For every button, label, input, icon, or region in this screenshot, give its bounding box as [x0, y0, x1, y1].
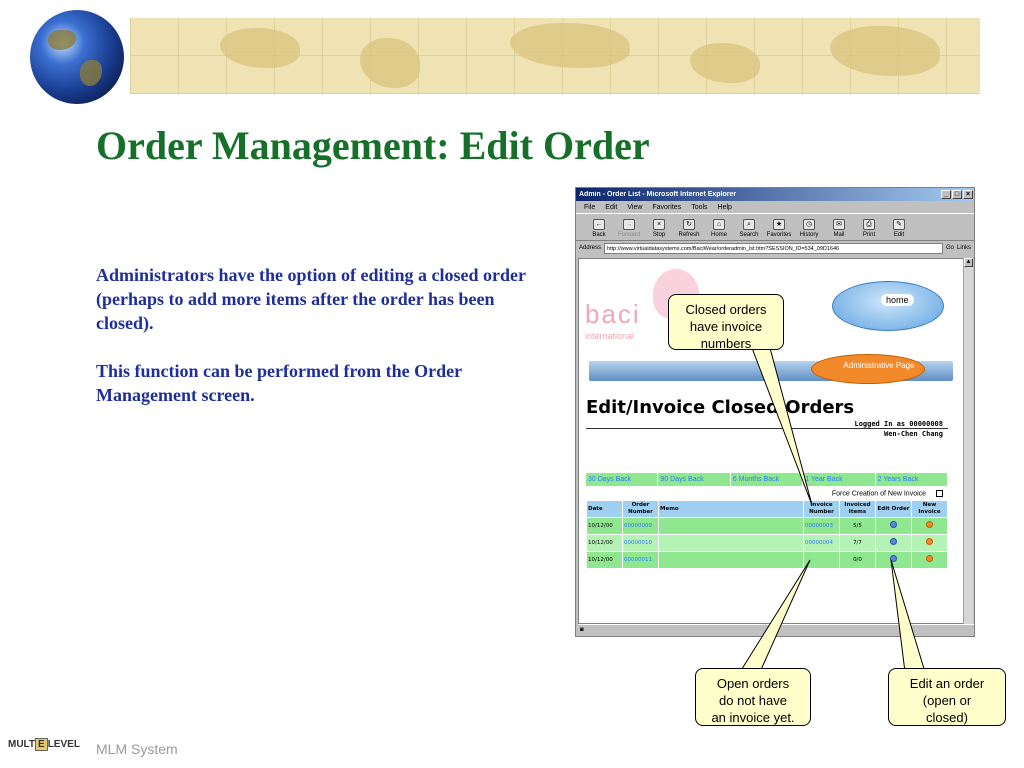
invoice-link[interactable]: 00000004	[803, 534, 840, 552]
footer-text: MLM System	[96, 741, 178, 757]
site-logo-sub: international	[585, 331, 635, 341]
table-row: 10/12/00 00000011 0/0	[586, 551, 948, 569]
slide-title: Order Management: Edit Order	[96, 123, 650, 168]
menu-tools[interactable]: Tools	[691, 203, 708, 211]
slide-body: Administrators have the option of editin…	[96, 263, 556, 431]
table-row: 10/12/00 00000009 00000003 5/5	[586, 517, 948, 535]
address-label: Address	[579, 245, 602, 251]
user-name: Wen-Chen Chang	[883, 430, 943, 438]
forward-button[interactable]: →Forward	[617, 219, 640, 238]
mail-button[interactable]: ✉Mail	[833, 219, 845, 238]
new-invoice-icon[interactable]	[926, 555, 933, 562]
col-memo: Memo	[658, 500, 804, 518]
menu-edit[interactable]: Edit	[605, 203, 618, 211]
favorites-icon: ★	[773, 219, 785, 230]
browser-title: Admin - Order List - Microsoft Internet …	[579, 191, 737, 198]
filter-2-years[interactable]: 2 Years Back	[876, 473, 949, 486]
callout-closed-orders: Closed orders have invoice numbers	[668, 294, 784, 351]
header-banner	[130, 18, 980, 94]
ie-page-icon: ◙	[580, 627, 584, 633]
orders-table: Date Order Number Memo Invoice Number In…	[586, 500, 948, 569]
leader-edit	[890, 559, 926, 673]
address-input[interactable]: http://www.virtualdatasystems.com/BaciWe…	[604, 242, 943, 254]
history-button[interactable]: ◷History	[799, 219, 819, 238]
browser-toolbar: ←Back →Forward ×Stop ↻Refresh ⌂Home ⌕Sea…	[576, 213, 974, 241]
new-invoice-icon[interactable]	[926, 538, 933, 545]
filter-90-days[interactable]: 90 Days Back	[658, 473, 731, 486]
menu-file[interactable]: File	[584, 203, 596, 211]
close-icon[interactable]: ×	[963, 190, 973, 199]
edit-order-icon[interactable]	[890, 555, 897, 562]
stop-icon: ×	[653, 219, 665, 230]
edit-button[interactable]: ✎Edit	[893, 219, 905, 238]
heading-divider	[586, 428, 948, 429]
print-button[interactable]: ⎙Print	[862, 219, 876, 238]
links-button[interactable]: Links	[956, 245, 971, 251]
refresh-icon: ↻	[683, 219, 695, 230]
logged-in-text: Logged In as 00000008	[854, 420, 943, 428]
table-row: 10/12/00 00000010 00000004 7/7	[586, 534, 948, 552]
back-arrow-icon: ←	[593, 219, 605, 230]
home-button[interactable]: ⌂Home	[710, 219, 727, 238]
col-date: Date	[586, 500, 623, 518]
forward-arrow-icon: →	[623, 219, 635, 230]
filter-1-year[interactable]: 1 Year Back	[803, 473, 876, 486]
address-bar: Address http://www.virtualdatasystems.co…	[576, 241, 974, 255]
history-icon: ◷	[803, 219, 815, 230]
new-invoice-icon[interactable]	[926, 521, 933, 528]
menu-view[interactable]: View	[627, 203, 643, 211]
home-link[interactable]: home	[832, 281, 944, 331]
order-link[interactable]: 00000009	[622, 517, 659, 535]
leader-closed	[751, 347, 813, 506]
vertical-scrollbar[interactable]: ▲	[963, 258, 973, 624]
admin-page-label: Administrative Page	[843, 361, 915, 370]
invoice-link[interactable]	[803, 551, 840, 569]
scroll-up-icon[interactable]: ▲	[964, 258, 973, 267]
menu-help[interactable]: Help	[717, 203, 732, 211]
print-icon: ⎙	[863, 219, 875, 230]
menu-favorites[interactable]: Favorites	[652, 203, 682, 211]
force-invoice-option: Force Creation of New Invoice	[832, 490, 943, 497]
minimize-icon[interactable]: _	[941, 190, 951, 199]
home-icon: ⌂	[713, 219, 725, 230]
admin-page-link[interactable]: Administrative Page	[811, 354, 925, 384]
search-icon: ⌕	[743, 219, 755, 230]
edit-order-icon[interactable]	[890, 538, 897, 545]
back-button[interactable]: ←Back	[592, 219, 606, 238]
browser-titlebar: Admin - Order List - Microsoft Internet …	[576, 188, 974, 201]
browser-menubar: File Edit View Favorites Tools Help	[576, 201, 974, 213]
login-info: Logged In as 00000008 Wen-Chen Chang	[854, 419, 943, 439]
filter-30-days[interactable]: 30 Days Back	[586, 473, 659, 486]
mail-icon: ✉	[833, 219, 845, 230]
leader-open	[739, 559, 811, 673]
maximize-icon[interactable]: □	[952, 190, 962, 199]
body-paragraph-1: Administrators have the option of editin…	[96, 265, 526, 333]
body-paragraph-2: This function can be performed from the …	[96, 361, 462, 405]
edit-order-icon[interactable]	[890, 521, 897, 528]
search-button[interactable]: ⌕Search	[739, 219, 759, 238]
go-button[interactable]: Go	[945, 245, 954, 251]
callout-open-orders: Open orders do not have an invoice yet.	[695, 668, 811, 726]
edit-icon: ✎	[893, 219, 905, 230]
stop-button[interactable]: ×Stop	[652, 219, 666, 238]
callout-edit-order: Edit an order (open or closed)	[888, 668, 1006, 726]
favorites-button[interactable]: ★Favorites	[766, 219, 792, 238]
home-label: home	[881, 294, 914, 306]
globe-icon	[30, 10, 124, 104]
order-link[interactable]: 00000011	[622, 551, 659, 569]
site-logo: baci	[585, 299, 641, 329]
force-invoice-label: Force Creation of New Invoice	[831, 490, 927, 498]
force-invoice-checkbox[interactable]	[936, 490, 943, 497]
date-filters: 30 Days Back 90 Days Back 6 Months Back …	[586, 473, 949, 486]
refresh-button[interactable]: ↻Refresh	[678, 219, 700, 238]
